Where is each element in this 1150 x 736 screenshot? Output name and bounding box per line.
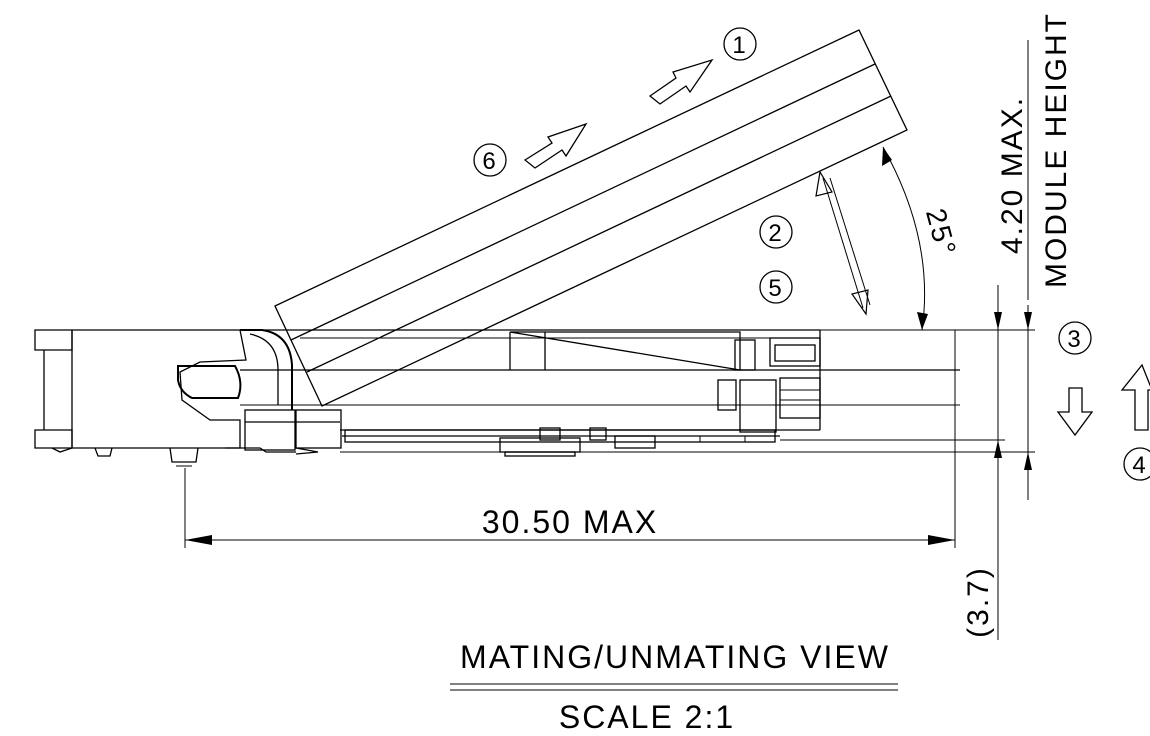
view-title: MATING/UNMATING VIEW [460,639,890,675]
step-circle-6: 6 [473,143,507,177]
step-circle-5: 5 [759,270,793,304]
step-circle-2: 2 [759,215,793,249]
dimension-height-label: 4.20 MAX. [996,96,1029,254]
module-seated [240,329,960,457]
step-label-3: 3 [1067,326,1082,353]
step-label-4: 4 [1132,452,1147,479]
tilted-module [274,29,908,407]
step-label-6: 6 [482,148,497,175]
step-circle-3: 3 [1058,321,1092,355]
scale-label: SCALE 2:1 [559,699,735,735]
step-circle-4: 4 [1123,447,1150,481]
step-label-1: 1 [732,32,747,59]
step-label-5: 5 [768,275,783,302]
arrow-step-6 [523,122,588,169]
module-height-label: MODULE HEIGHT [1040,12,1073,288]
step-circle-1: 1 [723,27,757,61]
arrow-step-3 [1056,387,1094,437]
dimension-depth-label: (3.7) [962,566,995,638]
connector-body [34,329,319,467]
step-label-2: 2 [768,220,783,247]
arrow-step-1 [648,58,714,105]
dimension-lines [184,146,1035,640]
dimension-angle-label: 25° [920,205,962,260]
arrow-step-4 [1120,363,1150,431]
dimension-length-label: 30.50 MAX [482,504,658,540]
